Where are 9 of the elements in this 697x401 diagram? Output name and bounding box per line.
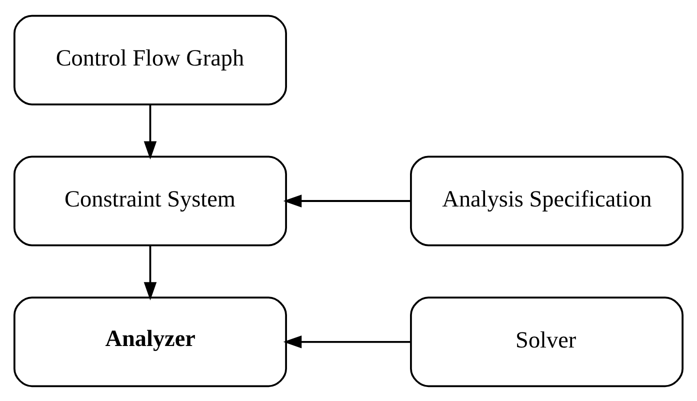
- node-box: Control Flow Graph: [13, 14, 287, 105]
- arrow: [144, 104, 157, 160]
- node-box: Constraint System: [13, 155, 287, 246]
- arrow: [144, 244, 157, 300]
- arrow: [283, 334, 411, 348]
- arrow: [283, 194, 411, 207]
- node-box: Analysis Specification: [410, 155, 684, 246]
- node-box: Analyzer: [13, 296, 287, 387]
- node-box: Solver: [410, 296, 684, 387]
